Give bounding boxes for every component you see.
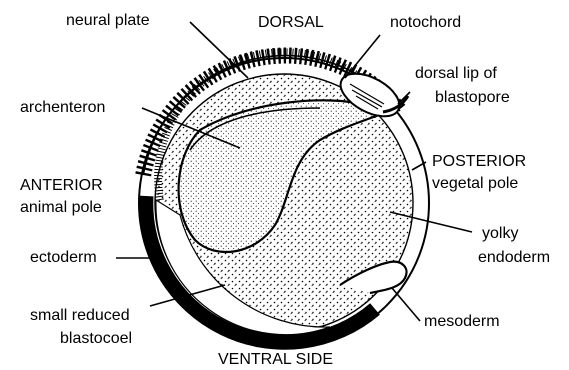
- label-neural-plate: neural plate: [66, 12, 150, 29]
- label-dorsal: DORSAL: [258, 14, 324, 31]
- label-yolky: yolky: [482, 225, 518, 242]
- label-blastocoel-1: small reduced: [30, 307, 130, 324]
- label-anterior: ANTERIOR: [20, 177, 103, 194]
- label-ectoderm: ectoderm: [30, 249, 97, 266]
- label-archenteron: archenteron: [20, 99, 105, 116]
- label-posterior: POSTERIOR: [432, 153, 526, 170]
- label-dorsal-lip-2: blastopore: [435, 89, 510, 106]
- label-endoderm: endoderm: [478, 249, 550, 266]
- label-notochord: notochord: [390, 14, 461, 31]
- label-blastocoel-2: blastocoel: [60, 330, 132, 347]
- label-ventral: VENTRAL SIDE: [218, 351, 333, 368]
- label-mesoderm: mesoderm: [424, 313, 500, 330]
- label-vegetal-pole: vegetal pole: [432, 175, 518, 192]
- label-animal-pole: animal pole: [20, 199, 102, 216]
- label-dorsal-lip-1: dorsal lip of: [415, 65, 497, 82]
